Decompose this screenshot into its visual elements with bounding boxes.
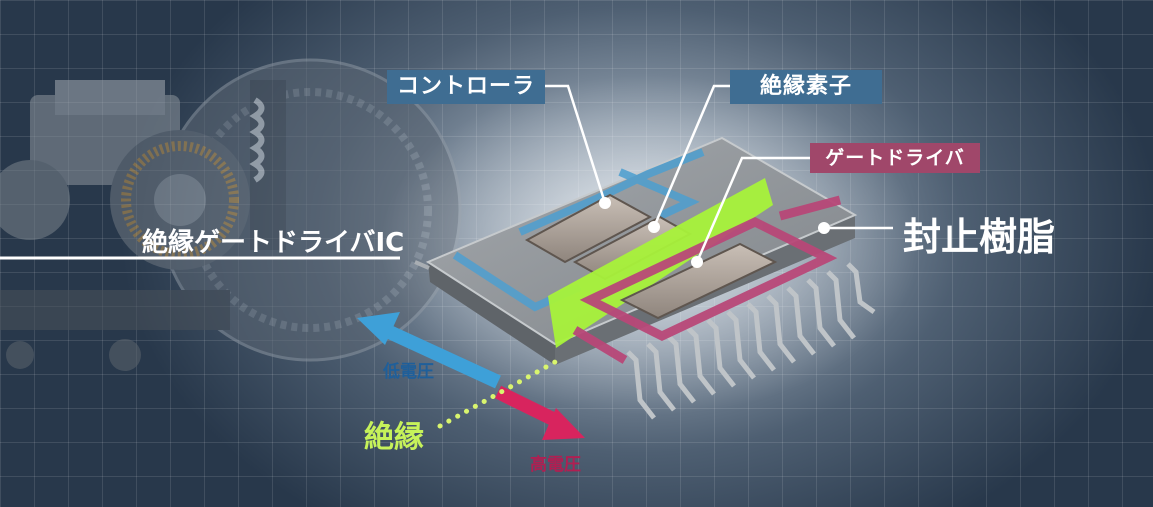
front-pins <box>626 262 876 420</box>
gate-driver-label: ゲートドライバ <box>810 143 980 173</box>
left-pins <box>414 260 430 270</box>
mold-resin-label: 封止樹脂 <box>903 215 1056 259</box>
high-voltage-label: 高電圧 <box>530 455 581 475</box>
low-voltage-label: 低電圧 <box>383 362 434 382</box>
ic-package <box>414 136 876 420</box>
callout-dots <box>599 197 830 268</box>
low-voltage-arrow <box>357 312 501 389</box>
callout-leaders <box>545 84 893 263</box>
high-voltage-arrow <box>494 385 585 440</box>
gate-driver-frame <box>572 195 842 364</box>
insulation-dotted-line <box>437 359 558 429</box>
insulation-label: 絶縁 <box>364 420 424 455</box>
controller-chip <box>524 193 653 264</box>
isolator-label: 絶縁素子 <box>730 70 882 104</box>
controller-label: コントローラ <box>387 70 545 104</box>
ic-title: 絶縁ゲートドライバIC <box>142 228 405 258</box>
